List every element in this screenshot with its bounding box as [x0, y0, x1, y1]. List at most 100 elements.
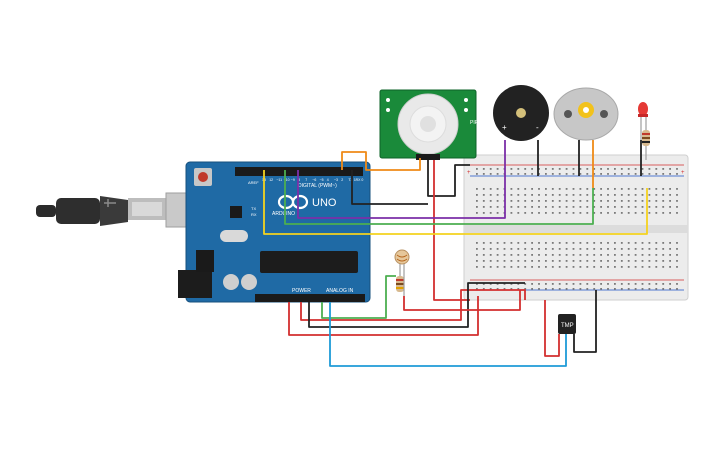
breadboard-hole[interactable] [551, 173, 554, 175]
breadboard-hole[interactable] [558, 188, 561, 190]
breadboard-hole[interactable] [586, 266, 589, 268]
breadboard-hole[interactable] [476, 194, 478, 196]
breadboard-hole[interactable] [607, 266, 609, 268]
breadboard-hole[interactable] [593, 283, 596, 285]
arduino-board[interactable]: UNO ARDUINO DIGITAL (PWM~) POWER ANALOG … [178, 161, 371, 303]
breadboard-hole[interactable] [545, 194, 547, 196]
breadboard-hole[interactable] [600, 212, 602, 214]
breadboard-hole[interactable] [538, 288, 540, 290]
breadboard-hole[interactable] [538, 188, 540, 190]
breadboard-hole[interactable] [517, 206, 520, 208]
breadboard-hole[interactable] [614, 188, 616, 190]
breadboard-hole[interactable] [607, 242, 609, 244]
breadboard-hole[interactable] [558, 242, 561, 244]
breadboard-hole[interactable] [565, 288, 568, 290]
breadboard-hole[interactable] [641, 188, 644, 190]
breadboard-hole[interactable] [669, 173, 671, 175]
temperature-sensor[interactable]: TMP [558, 314, 576, 334]
breadboard-hole[interactable] [655, 168, 658, 170]
breadboard-hole[interactable] [545, 200, 547, 202]
breadboard-hole[interactable] [607, 283, 609, 285]
breadboard-hole[interactable] [476, 168, 478, 170]
breadboard-hole[interactable] [676, 188, 678, 190]
breadboard-hole[interactable] [524, 288, 527, 290]
breadboard-hole[interactable] [641, 260, 644, 262]
breadboard-hole[interactable] [634, 206, 637, 208]
wire-red-bus[interactable] [288, 296, 479, 336]
breadboard-hole[interactable] [496, 242, 499, 244]
breadboard-hole[interactable] [600, 254, 602, 256]
breadboard-hole[interactable] [489, 242, 492, 244]
breadboard-hole[interactable] [600, 266, 602, 268]
breadboard-hole[interactable] [524, 168, 527, 170]
breadboard-hole[interactable] [503, 266, 506, 268]
breadboard-hole[interactable] [600, 206, 602, 208]
reset-button[interactable] [198, 172, 208, 182]
breadboard-hole[interactable] [558, 288, 561, 290]
breadboard-hole[interactable] [627, 168, 630, 170]
breadboard-hole[interactable] [627, 288, 630, 290]
breadboard-hole[interactable] [593, 212, 596, 214]
breadboard-hole[interactable] [593, 254, 596, 256]
breadboard-hole[interactable] [489, 248, 492, 250]
breadboard-hole[interactable] [482, 206, 485, 208]
breadboard-hole[interactable] [476, 212, 478, 214]
breadboard-hole[interactable] [648, 168, 651, 170]
breadboard-hole[interactable] [607, 254, 609, 256]
power-analog-header[interactable] [255, 294, 365, 302]
breadboard-hole[interactable] [662, 188, 665, 190]
breadboard-hole[interactable] [496, 194, 499, 196]
breadboard-hole[interactable] [634, 194, 637, 196]
breadboard-hole[interactable] [551, 242, 554, 244]
breadboard-hole[interactable] [614, 266, 616, 268]
breadboard-hole[interactable] [572, 188, 575, 190]
breadboard-hole[interactable] [545, 260, 547, 262]
breadboard-hole[interactable] [655, 206, 658, 208]
led-red[interactable] [638, 102, 648, 140]
breadboard-hole[interactable] [489, 194, 492, 196]
breadboard-hole[interactable] [607, 194, 609, 196]
breadboard-hole[interactable] [531, 194, 533, 196]
breadboard-hole[interactable] [572, 173, 575, 175]
breadboard-hole[interactable] [579, 242, 582, 244]
breadboard-hole[interactable] [627, 266, 630, 268]
breadboard-hole[interactable] [600, 242, 602, 244]
breadboard-hole[interactable] [524, 212, 527, 214]
breadboard-hole[interactable] [614, 260, 616, 262]
breadboard-hole[interactable] [620, 188, 623, 190]
breadboard-hole[interactable] [551, 260, 554, 262]
breadboard-hole[interactable] [565, 254, 568, 256]
breadboard-hole[interactable] [627, 254, 630, 256]
wire-black-tmp[interactable] [573, 290, 597, 353]
breadboard-hole[interactable] [524, 173, 527, 175]
breadboard-hole[interactable] [579, 266, 582, 268]
breadboard-hole[interactable] [676, 194, 678, 196]
breadboard-hole[interactable] [648, 288, 651, 290]
breadboard-hole[interactable] [572, 194, 575, 196]
breadboard-hole[interactable] [669, 200, 671, 202]
breadboard-hole[interactable] [579, 173, 582, 175]
breadboard-hole[interactable] [545, 266, 547, 268]
breadboard-hole[interactable] [669, 206, 671, 208]
wire-purple-pin[interactable] [297, 170, 506, 219]
breadboard-hole[interactable] [627, 173, 630, 175]
breadboard-hole[interactable] [538, 248, 540, 250]
breadboard-hole[interactable] [607, 168, 609, 170]
digital-header[interactable] [235, 167, 363, 176]
breadboard-hole[interactable] [517, 254, 520, 256]
breadboard-hole[interactable] [655, 260, 658, 262]
breadboard-hole[interactable] [517, 173, 520, 175]
breadboard-hole[interactable] [489, 260, 492, 262]
breadboard-hole[interactable] [634, 168, 637, 170]
breadboard-hole[interactable] [482, 168, 485, 170]
breadboard[interactable]: + + - [463, 154, 689, 301]
breadboard-hole[interactable] [545, 254, 547, 256]
breadboard-hole[interactable] [648, 173, 651, 175]
breadboard-hole[interactable] [517, 266, 520, 268]
breadboard-hole[interactable] [648, 254, 651, 256]
breadboard-hole[interactable] [517, 242, 520, 244]
wire-pir-orange[interactable] [341, 151, 421, 171]
breadboard-hole[interactable] [614, 254, 616, 256]
breadboard-hole[interactable] [579, 283, 582, 285]
wire-red-power[interactable] [300, 289, 526, 321]
